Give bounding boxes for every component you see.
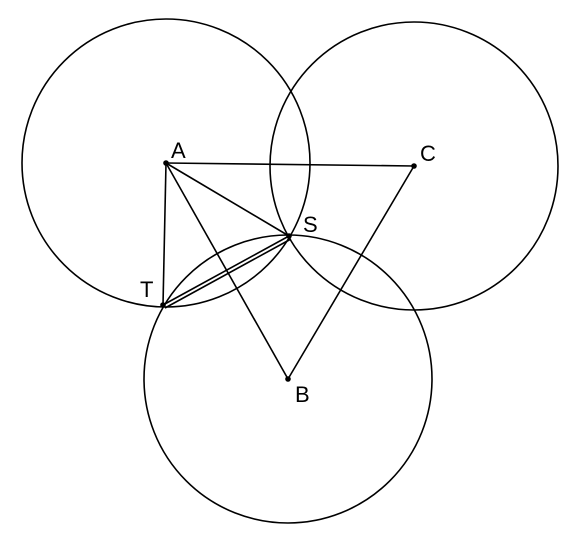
segment-ab — [165, 162, 289, 380]
label-t: T — [140, 277, 153, 302]
point-b — [285, 376, 291, 382]
label-c: C — [420, 141, 436, 166]
point-a — [163, 160, 169, 166]
segment-ts-lower — [164, 238, 292, 309]
point-c — [411, 163, 417, 169]
point-s — [286, 233, 292, 239]
segment-as — [165, 162, 290, 237]
segment-cb — [287, 165, 415, 380]
label-b: B — [295, 382, 310, 407]
label-s: S — [303, 212, 318, 237]
segment-ts-upper — [162, 235, 290, 306]
segment-ac — [165, 162, 415, 167]
segment-at — [162, 162, 167, 306]
label-a: A — [171, 138, 186, 163]
point-t — [160, 302, 166, 308]
